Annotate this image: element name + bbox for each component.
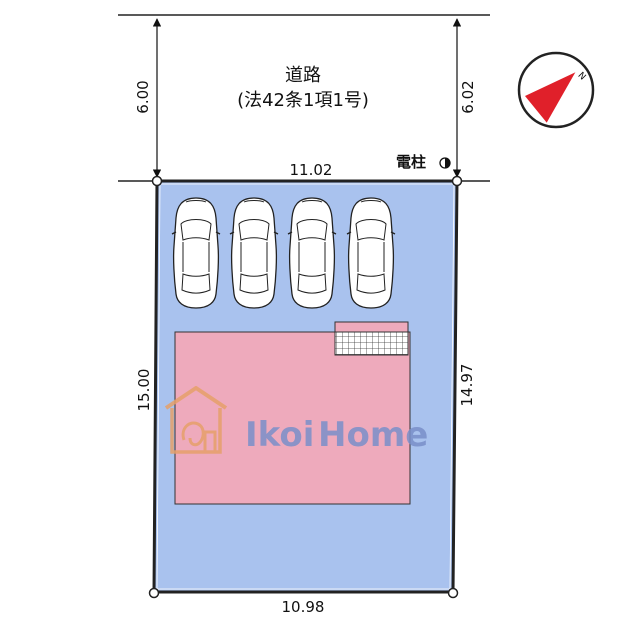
- compass: N: [517, 51, 595, 129]
- corner-marker: [447, 587, 459, 599]
- road-width-left-label: 6.00: [134, 80, 152, 113]
- corner-marker: [451, 175, 463, 187]
- road-width-right-label: 6.02: [459, 80, 477, 113]
- lot-top-length: 11.02: [290, 161, 333, 179]
- road-law-reference: (法42条1項1号): [237, 90, 369, 111]
- watermark-brand-part1: Ikoi: [245, 415, 314, 455]
- utility-pole-label: 電柱: [396, 153, 426, 171]
- road-name: 道路: [285, 65, 321, 86]
- car-2: [229, 197, 279, 309]
- lot-left-length: 15.00: [135, 369, 153, 412]
- corner-marker: [151, 175, 163, 187]
- balcony: [334, 321, 409, 333]
- car-4: [346, 197, 396, 309]
- utility-pole-icon: [439, 157, 451, 169]
- lot-bottom-length: 10.98: [282, 598, 325, 616]
- house-logo-icon: [164, 386, 228, 454]
- car-3: [287, 197, 337, 309]
- terrace-grid: [334, 331, 409, 356]
- compass-needle-icon: [525, 72, 576, 123]
- watermark-brand-part2: Home: [318, 415, 428, 455]
- watermark: Ikoi Home: [164, 386, 428, 455]
- corner-marker: [148, 587, 160, 599]
- lot-right-length: 14.97: [458, 364, 476, 407]
- car-1: [171, 197, 221, 309]
- compass-north-label: N: [575, 71, 587, 83]
- building-footprint: [174, 331, 411, 505]
